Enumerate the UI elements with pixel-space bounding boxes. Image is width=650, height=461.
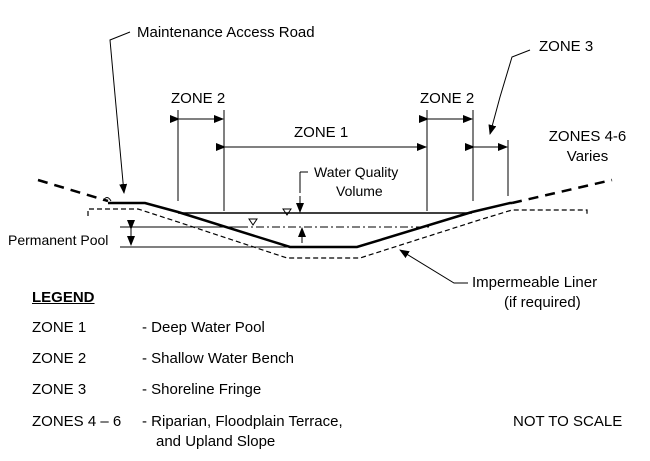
water-level-icon (282, 208, 292, 216)
legend-desc-zones46-line2: and Upland Slope (156, 433, 276, 450)
impermeable-liner (87, 208, 588, 259)
permanent-pool-label: Permanent Pool (8, 232, 109, 248)
zone2-left-label: ZONE 2 (171, 90, 226, 107)
road-marker-icon (102, 197, 112, 202)
legend-code-zone1: ZONE 1 (32, 319, 87, 336)
legend-code-zone2: ZONE 2 (32, 350, 87, 367)
left-ground-dashed (37, 178, 109, 203)
not-to-scale-label: NOT TO SCALE (513, 413, 623, 430)
wqv-label-line2: Volume (336, 183, 383, 199)
legend-desc-zone3: - Shoreline Fringe (142, 381, 262, 398)
zone3-top-label: ZONE 3 (539, 38, 594, 55)
zone3-leader (488, 49, 531, 135)
liner-label-line2: (if required) (504, 294, 581, 311)
zone1-label: ZONE 1 (294, 124, 349, 141)
legend-code-zones46: ZONES 4 – 6 (32, 413, 122, 430)
legend-desc-zone1: - Deep Water Pool (142, 319, 265, 336)
legend-desc-zones46: - Riparian, Floodplain Terrace, (142, 413, 343, 430)
wqv-label-line1: Water Quality (314, 164, 399, 180)
zone2-right-label: ZONE 2 (420, 90, 475, 107)
legend-desc-zone2: - Shallow Water Bench (142, 350, 295, 367)
access-road-label: Maintenance Access Road (137, 24, 315, 41)
right-ground-dashed (511, 178, 613, 205)
liner-label-line1: Impermeable Liner (472, 274, 598, 291)
liner-leader (399, 249, 468, 284)
legend-title: LEGEND (32, 289, 95, 306)
access-road-leader (109, 31, 131, 194)
water-level-icon-2 (248, 218, 258, 226)
legend-code-zone3: ZONE 3 (32, 381, 87, 398)
zones46-label-line1: ZONES 4-6 (548, 128, 627, 145)
zones46-label-line2: Varies (566, 148, 609, 165)
channel-profile (108, 201, 512, 249)
